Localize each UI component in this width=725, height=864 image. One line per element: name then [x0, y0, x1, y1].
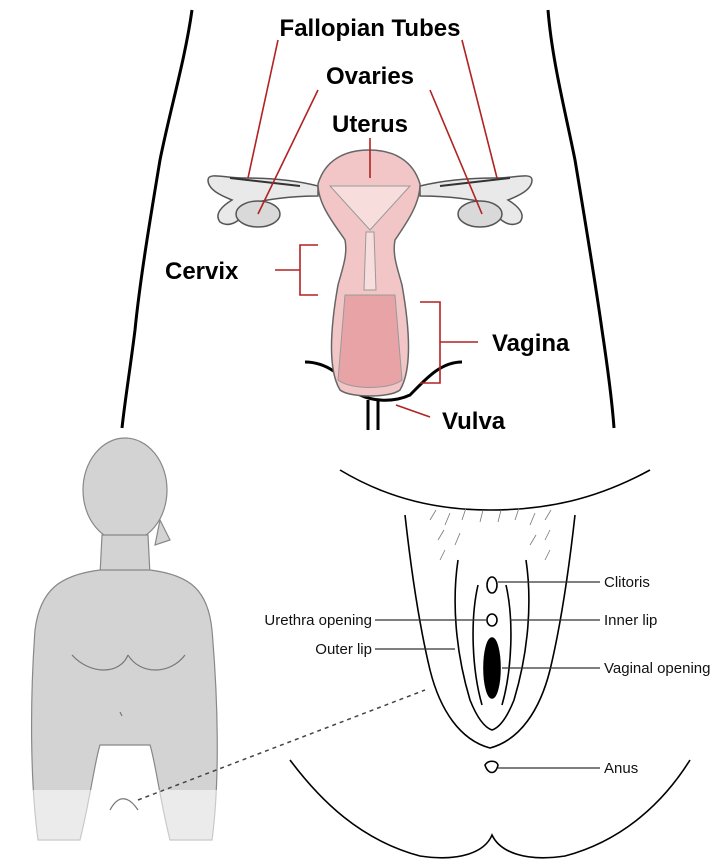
- external-anatomy-panel: Clitoris Urethra opening Inner lip Outer…: [0, 438, 710, 864]
- fallopian-leader-right: [462, 40, 497, 178]
- vaginal-canal-shape: [338, 295, 402, 388]
- vulva-leader: [396, 405, 430, 417]
- cervix-bracket: [275, 245, 318, 295]
- vaginal-opening-shape: [484, 638, 500, 698]
- vagina-bracket: [420, 302, 478, 383]
- label-fallopian-tubes: Fallopian Tubes: [280, 15, 461, 42]
- label-clitoris: Clitoris: [604, 574, 650, 591]
- label-cervix: Cervix: [165, 258, 239, 285]
- fallopian-leader-left: [248, 40, 278, 178]
- label-outer-lip: Outer lip: [315, 641, 372, 658]
- right-ovary-shape: [458, 201, 502, 227]
- silhouette-fade: [0, 790, 240, 864]
- label-anus: Anus: [604, 760, 638, 777]
- cervical-canal: [364, 232, 376, 290]
- label-vagina: Vagina: [492, 330, 570, 357]
- label-vaginal-opening: Vaginal opening: [604, 660, 710, 677]
- body-silhouette: [32, 438, 218, 840]
- internal-anatomy-panel: Fallopian Tubes Ovaries Uterus Cervix Va…: [122, 10, 614, 435]
- label-inner-lip: Inner lip: [604, 612, 657, 629]
- torso-right-outline: [548, 10, 614, 428]
- label-uterus: Uterus: [332, 111, 408, 138]
- pubic-hair-texture: [430, 508, 551, 560]
- vulva-lines: [368, 400, 378, 430]
- label-ovaries: Ovaries: [326, 63, 414, 90]
- label-urethra-opening: Urethra opening: [264, 612, 372, 629]
- label-vulva: Vulva: [442, 408, 506, 435]
- torso-left-outline: [122, 10, 192, 428]
